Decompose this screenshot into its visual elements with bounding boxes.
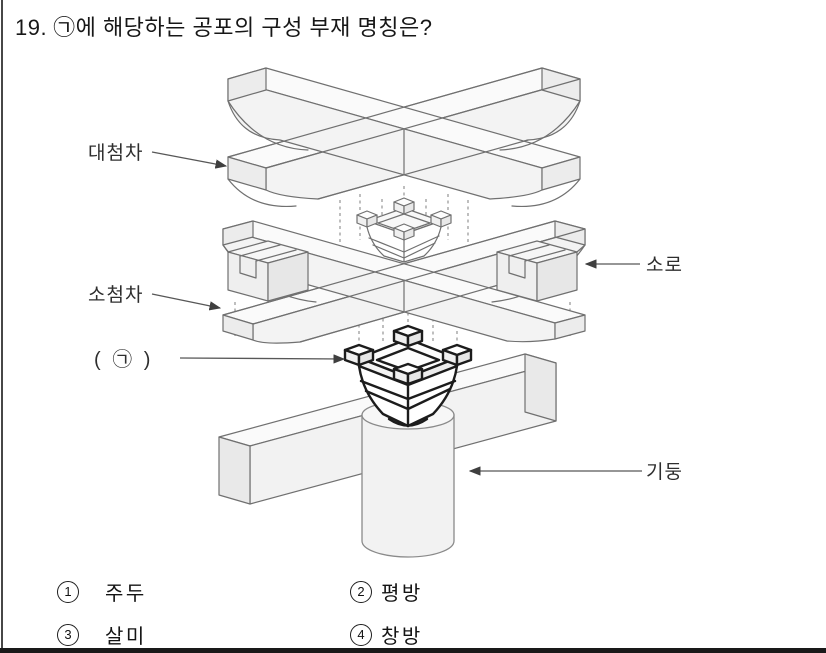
option-3: 3 살미 (57, 620, 147, 649)
label-gidung: 기둥 (646, 461, 683, 483)
leader-arrows (151, 151, 642, 476)
soro-block-right (496, 240, 578, 302)
section-divider-line (0, 648, 826, 653)
leader-daecheomcha (151, 151, 228, 169)
large-bracket-arm-cross (227, 67, 581, 208)
option-3-label: 살미 (105, 626, 147, 648)
option-3-number: 3 (57, 623, 79, 646)
center-soro-block (356, 197, 452, 263)
option-4-number: 4 (350, 623, 372, 646)
option-1-label: 주두 (105, 583, 147, 605)
judu-capital-highlighted (343, 324, 473, 428)
question-title: 19.㉠에 해당하는 공포의 구성 부재 명칭은? (15, 10, 433, 42)
option-2-label: 평방 (381, 583, 423, 605)
small-bracket-arm-cross (222, 220, 586, 344)
label-soro: 소로 (646, 255, 683, 276)
option-4-label: 창방 (381, 626, 423, 648)
option-4: 4 창방 (350, 620, 423, 649)
column-divider-line (1, 0, 3, 653)
question-text: ㉠에 해당하는 공포의 구성 부재 명칭은? (53, 15, 433, 40)
label-daecheomcha: 대첨차 (88, 142, 143, 164)
option-1: 1 주두 (57, 577, 147, 606)
label-placeholder-mark: ( ㉠ ) (94, 348, 153, 371)
option-1-number: 1 (57, 580, 79, 603)
soro-block-left (227, 240, 309, 302)
option-2: 2 평방 (350, 577, 423, 606)
option-2-number: 2 (350, 580, 372, 603)
question-number: 19. (15, 15, 48, 40)
leader-placeholder (179, 354, 346, 364)
leader-socheomcha (151, 293, 222, 311)
label-socheomcha: 소첨차 (88, 284, 143, 306)
